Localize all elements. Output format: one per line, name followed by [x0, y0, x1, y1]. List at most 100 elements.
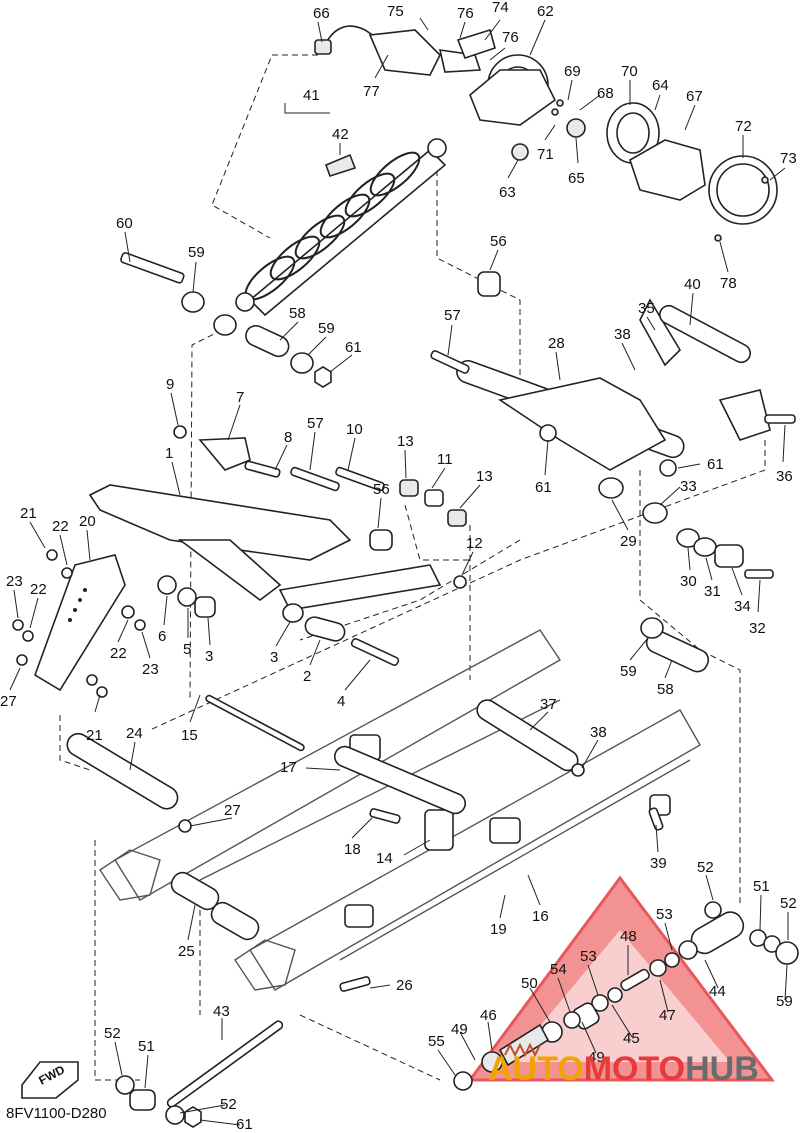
- callout: 26: [396, 977, 413, 994]
- callout: 31: [704, 583, 721, 600]
- callout: 69: [564, 63, 581, 80]
- callout: 61: [535, 479, 552, 496]
- lower-damper-assembly: [453, 901, 799, 1091]
- callout: 28: [548, 335, 565, 352]
- callout: 59: [318, 320, 335, 337]
- callout: 12: [466, 535, 483, 552]
- callout: 57: [307, 415, 324, 432]
- callout: 46: [480, 1007, 497, 1024]
- callout: 11: [437, 451, 453, 468]
- callout: 52: [104, 1025, 121, 1042]
- link-plate: [12, 549, 146, 698]
- callout: 61: [236, 1116, 253, 1133]
- callout: 32: [749, 620, 766, 637]
- callout: 52: [220, 1096, 237, 1113]
- callout: 74: [492, 0, 509, 16]
- callout: 61: [707, 456, 724, 473]
- callout: 59: [776, 993, 793, 1010]
- callout: 25: [178, 943, 195, 960]
- callout: 38: [590, 724, 607, 741]
- callout: 8: [284, 429, 292, 446]
- callout: 5: [183, 641, 191, 658]
- callout: 15: [181, 727, 198, 744]
- callout: 4: [337, 693, 345, 710]
- callout: 70: [621, 63, 638, 80]
- shafts: [66, 617, 710, 1128]
- callout: 43: [213, 1003, 230, 1020]
- callout: 22: [52, 518, 69, 535]
- callout: 2: [303, 668, 311, 685]
- callout: 7: [236, 389, 244, 406]
- diagram-code: 8FV1100-D280: [6, 1105, 107, 1122]
- callout: 23: [142, 661, 159, 678]
- callout: 62: [537, 3, 554, 20]
- callout: 76: [502, 29, 519, 46]
- callout: 51: [138, 1038, 155, 1055]
- callout: 52: [697, 859, 714, 876]
- callout: 53: [580, 948, 597, 965]
- callout: 24: [126, 725, 143, 742]
- callout: 33: [680, 478, 697, 495]
- callout: 67: [686, 88, 703, 105]
- callout: 19: [490, 921, 507, 938]
- callout: 41: [303, 87, 320, 104]
- callout: 76: [457, 5, 474, 22]
- callout: 56: [490, 233, 507, 250]
- callout: 40: [684, 276, 701, 293]
- top-adjuster-assembly: [314, 25, 778, 242]
- callout: 3: [270, 649, 278, 666]
- callout: 60: [116, 215, 133, 232]
- callout: 38: [614, 326, 631, 343]
- callout: 14: [376, 850, 393, 867]
- callout: 66: [313, 5, 330, 22]
- callout: 52: [780, 895, 797, 912]
- callout: 29: [620, 533, 637, 550]
- callout: 59: [620, 663, 637, 680]
- callout: 35: [638, 300, 655, 317]
- callout: 27: [224, 802, 241, 819]
- callout: 22: [110, 645, 127, 662]
- callout: 3: [205, 648, 213, 665]
- callout: 64: [652, 77, 669, 94]
- callout: 71: [537, 146, 554, 163]
- callout: 30: [680, 573, 697, 590]
- callout: 61: [345, 339, 362, 356]
- front-arm-assembly: [88, 425, 467, 667]
- callout: 77: [363, 83, 380, 100]
- callout: 78: [720, 275, 737, 292]
- callout: 9: [166, 376, 174, 393]
- callout: 50: [521, 975, 538, 992]
- callout: 65: [568, 170, 585, 187]
- callout: 59: [188, 244, 205, 261]
- callout: 68: [597, 85, 614, 102]
- callout: 20: [79, 513, 96, 530]
- watermark-text: AUTOMOTOHUB: [488, 1050, 759, 1089]
- watermark-part-auto: AUTO: [488, 1050, 584, 1088]
- callout: 1: [165, 445, 173, 462]
- leader-lines: [9, 17, 789, 1126]
- callout: 63: [499, 184, 516, 201]
- callout: 58: [657, 681, 674, 698]
- callout: 39: [650, 855, 667, 872]
- callout: 22: [30, 581, 47, 598]
- callout: 75: [387, 3, 404, 20]
- callout: 27: [0, 693, 17, 710]
- callout: 13: [476, 468, 493, 485]
- callout: 13: [397, 433, 414, 450]
- callout: 55: [428, 1033, 445, 1050]
- callout: 37: [540, 696, 557, 713]
- callout: 10: [346, 421, 363, 438]
- callout: 6: [158, 628, 166, 645]
- callout: 45: [623, 1030, 640, 1047]
- callout: 23: [6, 573, 23, 590]
- callout: 47: [659, 1007, 676, 1024]
- callout: 54: [550, 961, 567, 978]
- callout: 21: [20, 505, 37, 522]
- callout: 36: [776, 468, 793, 485]
- fwd-arrow-icon: [21, 1061, 79, 1099]
- callout: 21: [86, 727, 103, 744]
- callout: 58: [289, 305, 306, 322]
- watermark-part-moto: MOTO: [583, 1050, 686, 1088]
